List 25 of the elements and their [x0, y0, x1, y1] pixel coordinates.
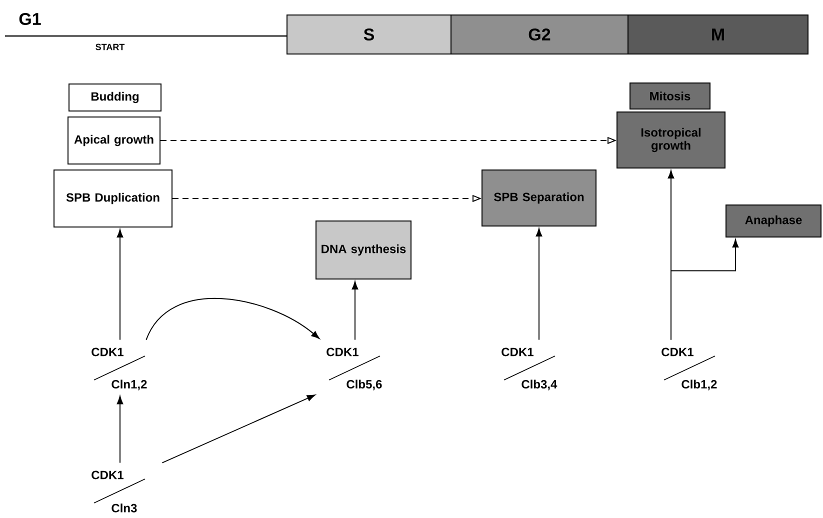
arrow	[146, 298, 320, 340]
complex-label: CDK1 Clb3,4	[502, 348, 558, 390]
process-box: DNA synthesis	[316, 220, 412, 280]
complex-label: CDK1 Clb5,6	[326, 348, 382, 390]
arrow	[670, 239, 739, 340]
arrow	[352, 281, 358, 340]
checkpoint-label: START	[96, 44, 125, 50]
process-box: Mitosis	[630, 82, 710, 110]
complex-label: CDK1 Clb1,2	[662, 348, 717, 390]
arrow	[116, 396, 124, 464]
process-box: Anaphase	[726, 204, 822, 238]
complex-label: CDK1 Cln1,2	[92, 348, 147, 390]
process-box: SPB Separation	[482, 170, 596, 226]
process-box: SPB Duplication	[54, 170, 172, 228]
phase-band: M	[628, 14, 808, 54]
phase-band: G2	[450, 14, 628, 54]
process-box: Budding	[68, 84, 162, 112]
arrow	[536, 228, 542, 340]
arrow	[162, 394, 316, 464]
complex-label: CDK1 Cln3	[92, 470, 146, 512]
arrow	[116, 229, 124, 340]
process-box: Isotropical growth	[616, 112, 726, 168]
process-box: Apical growth	[68, 116, 160, 164]
phase-band: S	[286, 14, 452, 54]
phase-label: G1	[19, 12, 41, 26]
